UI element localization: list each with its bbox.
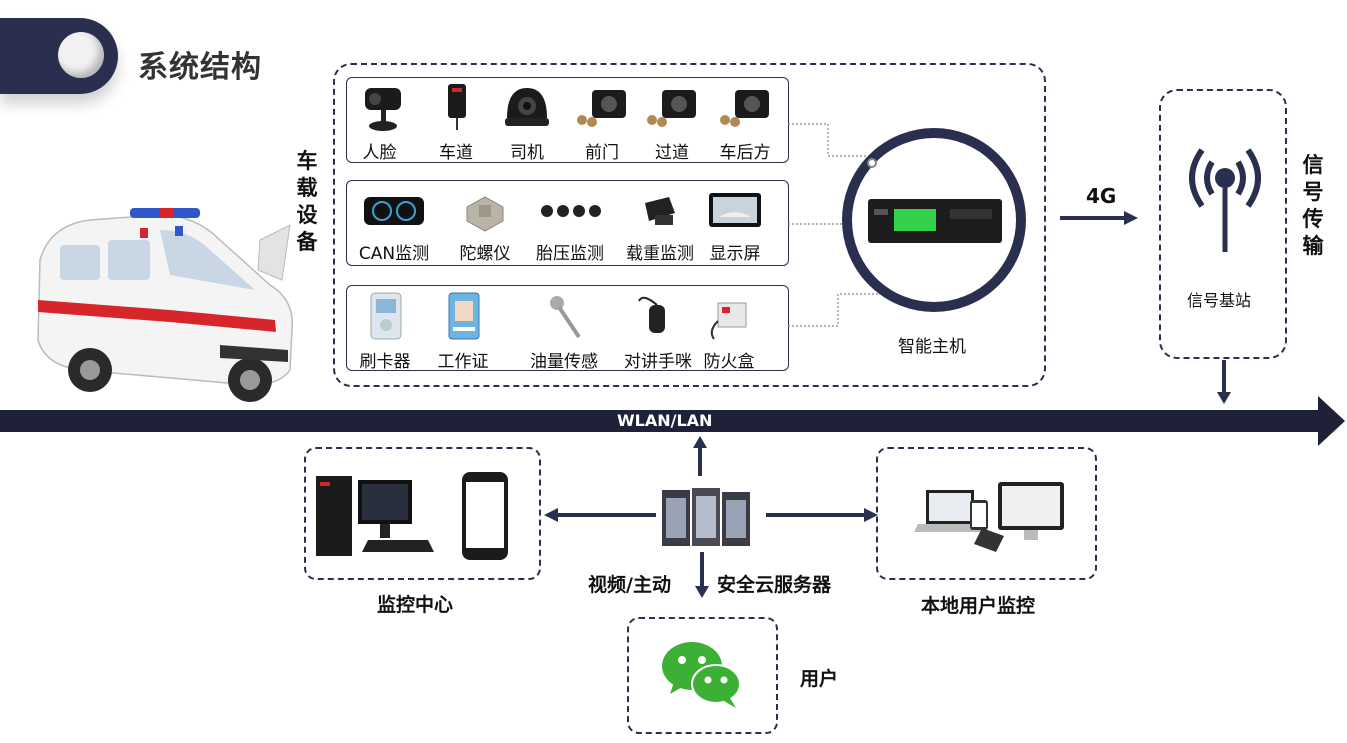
device-label: CAN监测 bbox=[358, 244, 430, 264]
device-label: 司机 bbox=[510, 143, 544, 163]
device-label: 车道 bbox=[439, 143, 473, 163]
device-label: 防火盒 bbox=[703, 352, 755, 372]
host-label: 智能主机 bbox=[898, 337, 966, 357]
device-label: 前门 bbox=[585, 143, 619, 163]
monitor-center-label: 监控中心 bbox=[377, 594, 454, 616]
id-card-icon bbox=[448, 292, 480, 340]
device-label: 陀螺仪 bbox=[459, 244, 511, 264]
user-label: 用户 bbox=[800, 668, 839, 690]
device-label: 显示屏 bbox=[709, 244, 761, 264]
work-id: 工作证 bbox=[431, 291, 495, 372]
desktop-computer-icon bbox=[316, 476, 434, 556]
multi-device-icon bbox=[914, 482, 1064, 552]
monitor-center-box bbox=[304, 447, 541, 580]
card-reader-icon bbox=[370, 292, 402, 340]
user-box bbox=[627, 617, 778, 734]
device-label: 车后方 bbox=[719, 143, 771, 163]
can-monitor: CAN监测 bbox=[353, 187, 435, 264]
fuel-sensor: 油量传感 bbox=[523, 291, 605, 372]
device-label: 对讲手咪 bbox=[624, 352, 692, 372]
display-screen: 显示屏 bbox=[703, 187, 767, 264]
signal-transmission-label: 信号传输 bbox=[1302, 153, 1324, 258]
arrow-down-icon bbox=[695, 552, 709, 598]
front-door-camera: 前门 bbox=[572, 82, 632, 163]
lane-camera: 车道 bbox=[431, 82, 481, 163]
intercom-mic: 对讲手咪 bbox=[617, 291, 699, 372]
vehicle-equipment-label: 车载设备 bbox=[296, 149, 318, 254]
tire-pressure-monitor: 胎压监测 bbox=[529, 187, 611, 264]
card-reader: 刷卡器 bbox=[353, 291, 417, 372]
camera-row: 人脸 车道 司机 前门 过道 车后方 bbox=[346, 77, 789, 163]
base-station-label: 信号基站 bbox=[1187, 291, 1252, 310]
server-rack-icon bbox=[662, 488, 750, 546]
cloud-server-label: 安全云服务器 bbox=[717, 574, 832, 596]
arrow-up-icon bbox=[693, 436, 707, 476]
ambulance-icon bbox=[37, 208, 294, 402]
device-label: 刷卡器 bbox=[359, 352, 411, 372]
face-camera-icon bbox=[364, 88, 401, 131]
device-label: 过道 bbox=[655, 143, 689, 163]
monitor-screen-icon bbox=[709, 193, 761, 227]
handheld-mic-icon bbox=[638, 296, 665, 333]
connector-dot bbox=[867, 158, 877, 168]
server-left-label: 视频/主动 bbox=[588, 574, 671, 596]
device-label: 胎压监测 bbox=[536, 244, 604, 264]
device-label: 工作证 bbox=[437, 352, 489, 372]
arrow-left-icon bbox=[544, 508, 656, 522]
load-monitor: 载重监测 bbox=[619, 187, 701, 264]
arrow-right-icon bbox=[766, 508, 878, 522]
tire-sensor-icon bbox=[541, 205, 601, 217]
dashboard-icon bbox=[364, 197, 424, 225]
box-camera-icon bbox=[720, 90, 769, 127]
gyroscope: 陀螺仪 bbox=[453, 187, 517, 264]
fuel-sensor-icon bbox=[550, 296, 581, 339]
fireproof-box-icon bbox=[710, 302, 747, 340]
local-monitor-label: 本地用户监控 bbox=[921, 595, 1036, 617]
base-station-box bbox=[1159, 89, 1287, 359]
lane-camera-icon bbox=[448, 84, 466, 130]
backbone-label: WLAN/LAN bbox=[617, 411, 713, 430]
dvr-device-icon bbox=[868, 199, 1002, 243]
peripheral-row: 刷卡器 工作证 油量传感 对讲手咪 防火盒 bbox=[346, 285, 789, 372]
device-label: 人脸 bbox=[362, 143, 397, 163]
device-label: 油量传感 bbox=[530, 352, 598, 372]
box-camera-icon bbox=[647, 90, 696, 127]
fireproof-box: 防火盒 bbox=[697, 291, 761, 372]
sensor-row: CAN监测 陀螺仪 胎压监测 载重监测 显示屏 bbox=[346, 180, 789, 266]
page-title: 系统结构 bbox=[138, 50, 262, 85]
local-monitor-box bbox=[876, 447, 1097, 580]
backbone-arrow bbox=[0, 396, 1345, 446]
driver-camera: 司机 bbox=[499, 82, 555, 163]
box-camera-icon bbox=[577, 90, 626, 127]
aisle-camera: 过道 bbox=[642, 82, 702, 163]
load-sensor-icon bbox=[645, 197, 675, 225]
device-connectors bbox=[788, 123, 884, 327]
arrow-down-icon bbox=[1217, 360, 1231, 404]
wechat-icon bbox=[662, 642, 741, 708]
face-camera: 人脸 bbox=[352, 82, 407, 163]
arrow-right-icon bbox=[1060, 211, 1138, 225]
smartphone-icon bbox=[462, 472, 508, 560]
vehicle-devices-group bbox=[333, 63, 1046, 387]
signal-tower-icon bbox=[1189, 148, 1261, 252]
device-label: 载重监测 bbox=[626, 244, 694, 264]
dome-camera-icon bbox=[505, 88, 549, 126]
title-bullet-icon bbox=[58, 32, 104, 78]
network-4g-label: 4G bbox=[1086, 184, 1117, 208]
rear-camera: 车后方 bbox=[713, 82, 777, 163]
gyroscope-icon bbox=[466, 196, 504, 232]
